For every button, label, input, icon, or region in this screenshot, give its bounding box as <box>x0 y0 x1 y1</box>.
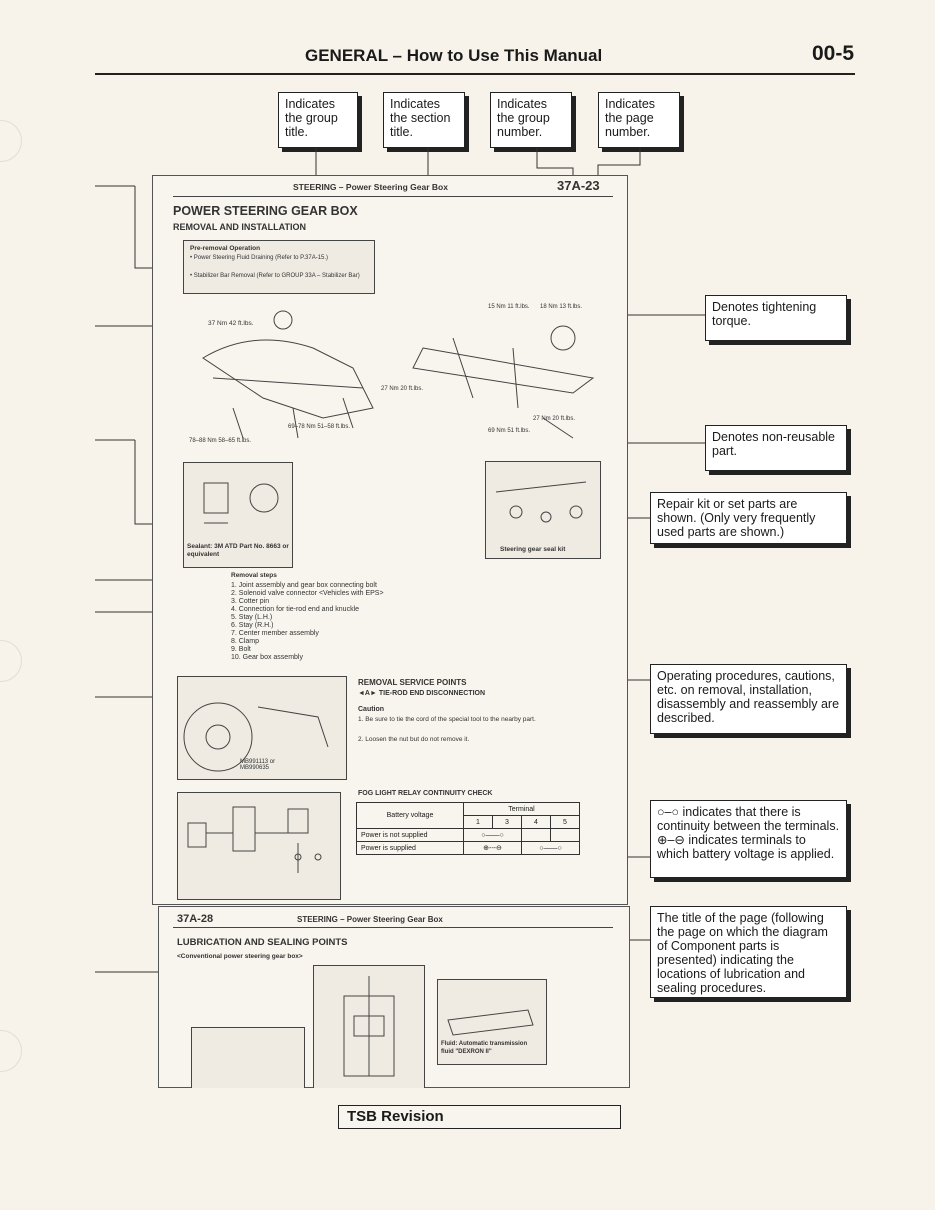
relay-check-figure <box>177 792 341 900</box>
sample2-title: LUBRICATION AND SEALING POINTS <box>177 937 348 948</box>
callout-repair-kit: Repair kit or set parts are shown. (Only… <box>650 492 847 544</box>
sample-subtitle: REMOVAL AND INSTALLATION <box>173 222 306 232</box>
sealant-diagram <box>203 482 279 524</box>
sealant-box: Sealant: 3M ATD Part No. 8663 or equival… <box>183 462 293 568</box>
continuity-symbol: ○——○ <box>463 828 522 842</box>
callout-nonreusable: Denotes non-reusable part. <box>705 425 847 471</box>
seal-kit-diagram <box>495 481 587 523</box>
sample-manual-page: STEERING – Power Steering Gear Box 37A-2… <box>152 175 628 905</box>
lube-figure-2 <box>313 965 425 1088</box>
callout-page-title: The title of the page (following the pag… <box>650 906 847 998</box>
sample-page: 37A-23 <box>557 178 600 193</box>
sample-title: POWER STEERING GEAR BOX <box>173 204 358 218</box>
removal-service-points: REMOVAL SERVICE POINTS <box>358 678 467 687</box>
lube-figure-3: Fluid: Automatic transmission fluid "DEX… <box>437 979 547 1065</box>
pre-removal-box: Pre-removal Operation • Power Steering F… <box>183 240 375 294</box>
valve-section-diagram <box>343 976 395 1077</box>
removal-steps-title: Removal steps <box>231 572 277 579</box>
tie-rod-tool-figure: MB991113 or MB990635 <box>177 676 347 780</box>
fog-light-check-title: FOG LIGHT RELAY CONTINUITY CHECK <box>358 790 493 797</box>
callout-continuity: ○–○ indicates that there is continuity b… <box>650 800 847 878</box>
open-circle-symbol: ○–○ <box>657 805 683 819</box>
sample2-page: 37A-28 <box>177 913 214 925</box>
tsb-revision: TSB Revision <box>338 1105 621 1129</box>
callout-group-title: Indicates the group title. <box>278 92 358 148</box>
sample-rule <box>173 196 613 197</box>
callout-torque: Denotes tightening torque. <box>705 295 847 341</box>
seal-kit-box: Steering gear seal kit <box>485 461 601 559</box>
gear-box-diagram <box>447 1009 534 1036</box>
page-number: 00-5 <box>812 42 855 65</box>
callout-page-number: Indicates the page number. <box>598 92 680 148</box>
sample-manual-page-2: 37A-28 STEERING – Power Steering Gear Bo… <box>158 906 630 1088</box>
sample-header: STEERING – Power Steering Gear Box <box>293 182 448 192</box>
terminal-table: Battery voltage Terminal 1 3 4 5 Power i… <box>356 802 580 855</box>
sample2-subtitle: <Conventional power steering gear box> <box>177 953 303 960</box>
sample2-header: STEERING – Power Steering Gear Box <box>297 915 443 924</box>
callout-procedures: Operating procedures, cautions, etc. on … <box>650 664 847 734</box>
wheel-diagram <box>183 702 329 772</box>
lube-figure-1 <box>191 1027 305 1088</box>
header-rule <box>95 73 855 75</box>
relay-wiring-diagram <box>187 806 322 873</box>
callout-section-title: Indicates the section title. <box>383 92 465 148</box>
steering-gear-diagram <box>202 310 595 439</box>
callout-group-number: Indicates the group number. <box>490 92 572 148</box>
battery-terminal-symbol: ⊕–⊖ <box>657 833 689 847</box>
page-header-title: GENERAL – How to Use This Manual <box>305 46 603 65</box>
continuity-symbol: ○——○ <box>521 841 580 855</box>
battery-symbol: ⊕‐‐‐⊖ <box>463 841 522 855</box>
